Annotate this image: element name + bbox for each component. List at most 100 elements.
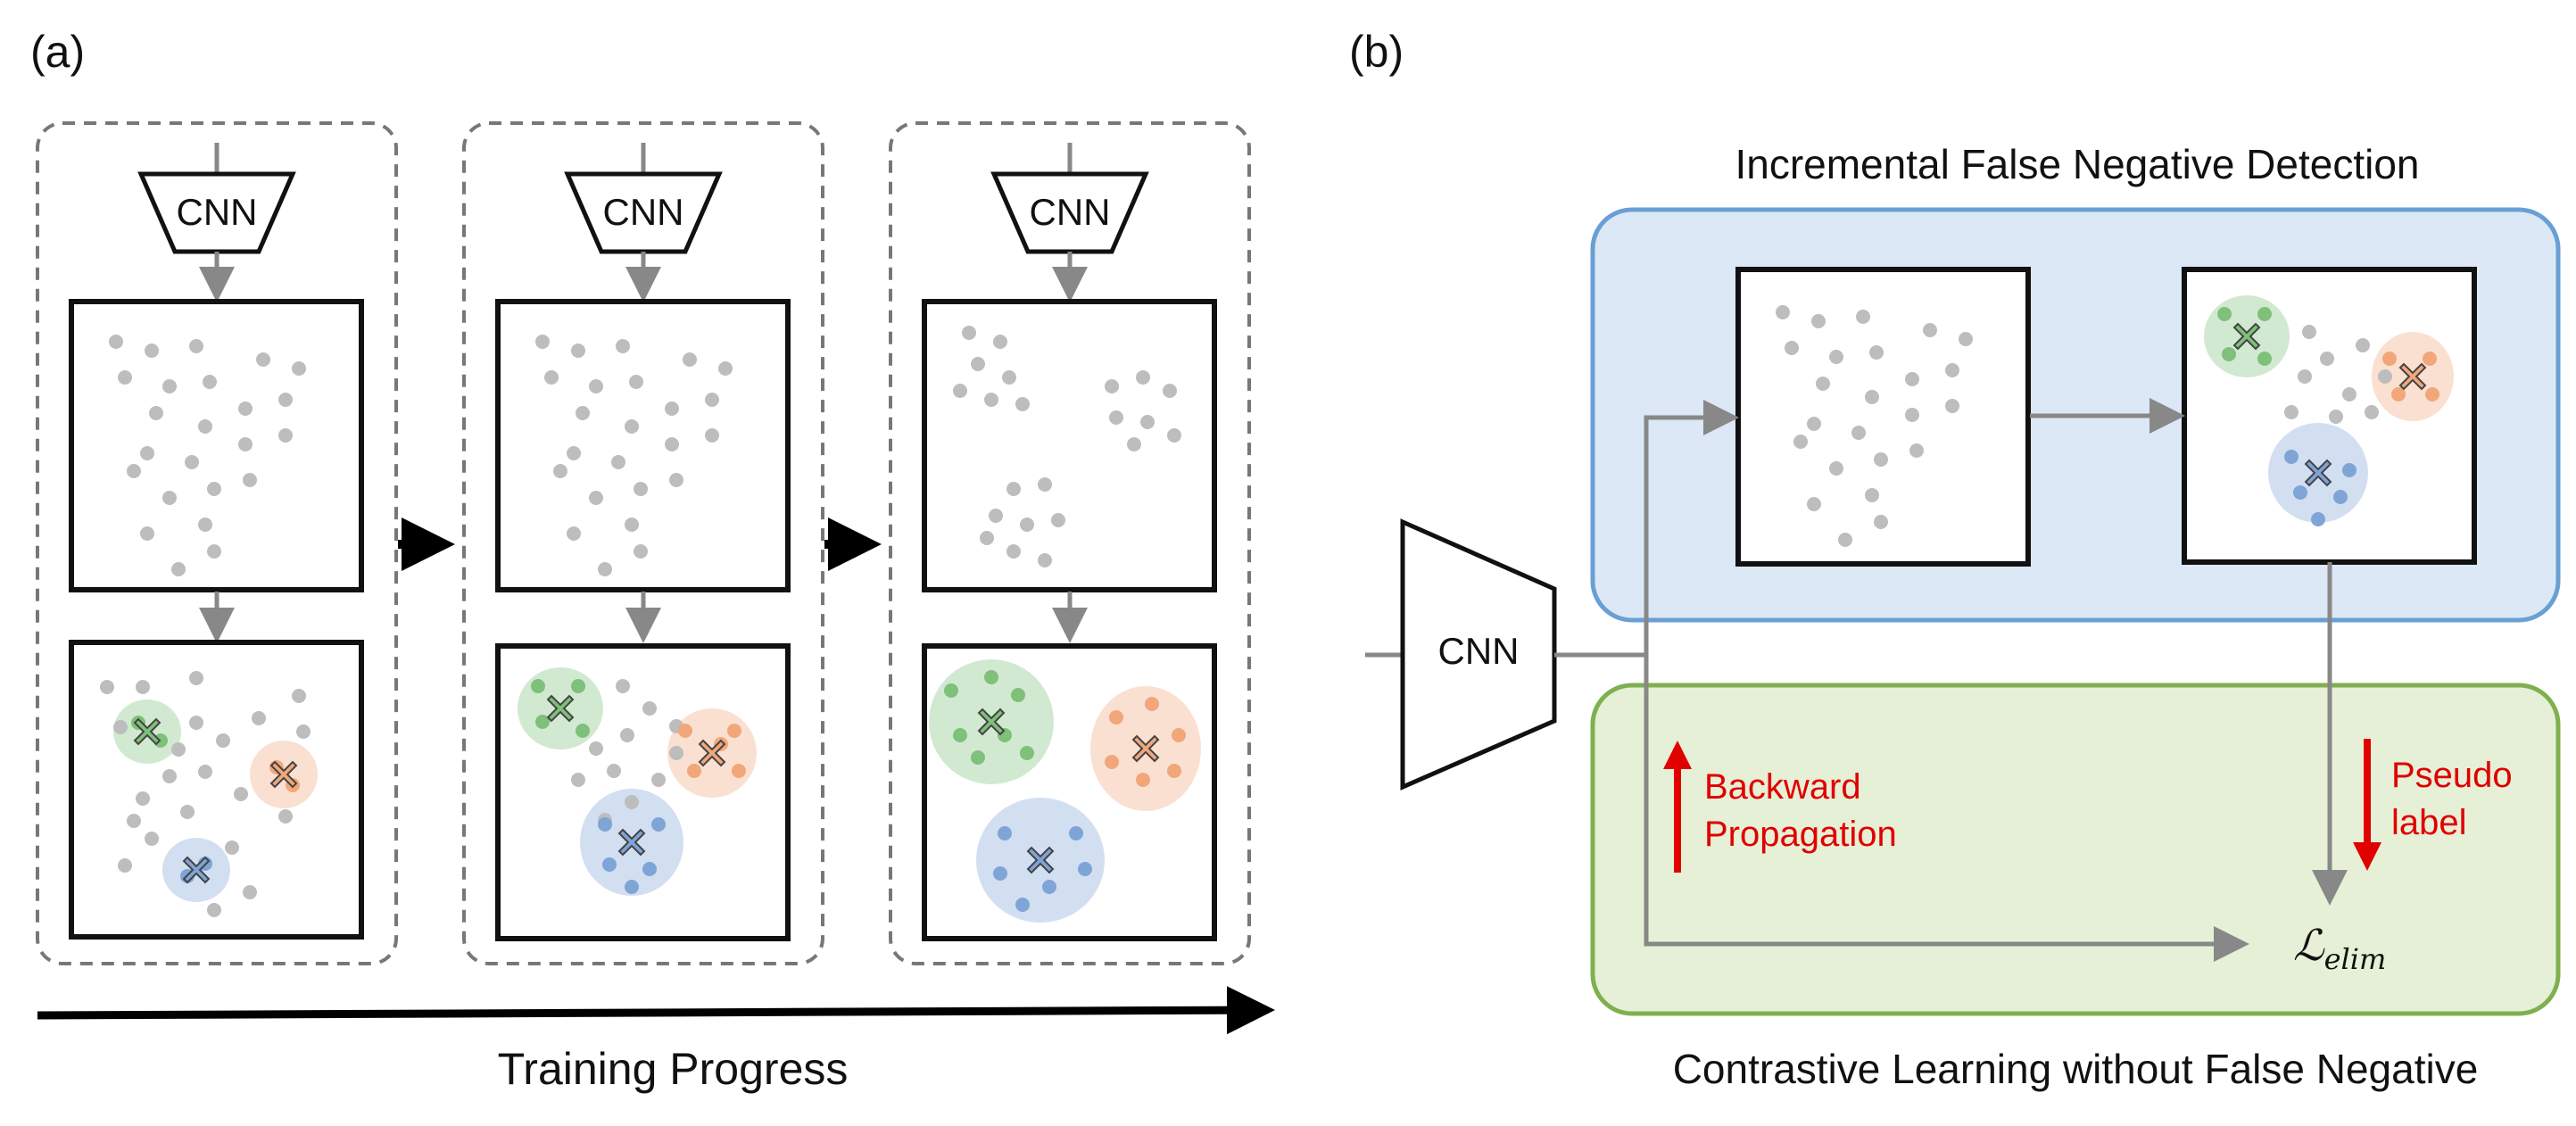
stage-2-point bbox=[625, 795, 639, 809]
stage-2-embedding-point bbox=[535, 335, 550, 349]
stage-1-point bbox=[189, 671, 203, 685]
stage-3-cluster-point bbox=[1145, 697, 1159, 711]
detection-embedding-point bbox=[1959, 332, 1973, 346]
detection-cluster-point bbox=[2342, 463, 2357, 477]
stage-1-point bbox=[145, 832, 159, 846]
stage-3-embedding-point bbox=[1006, 544, 1021, 559]
stage-1-embedding-point bbox=[127, 464, 141, 478]
stage-3-cluster-point bbox=[1078, 862, 1092, 876]
stage-3-cluster-point bbox=[944, 683, 958, 698]
contrastive-learning-panel bbox=[1590, 683, 2561, 1016]
stage-2-embedding-point bbox=[589, 491, 603, 505]
stage-1-embedding-point bbox=[256, 352, 270, 367]
stage-2-embedding-box bbox=[495, 299, 791, 592]
stage-2-embedding-point bbox=[576, 406, 590, 420]
detection-cluster-point bbox=[2423, 352, 2437, 366]
stage-3-embedding-point bbox=[1006, 482, 1021, 496]
stage-3-cluster-point bbox=[1020, 746, 1034, 760]
stage-2-cluster-point bbox=[535, 715, 550, 729]
stage-3-embedding-point bbox=[1051, 513, 1065, 527]
stage-1-point bbox=[243, 885, 257, 899]
stage-3-embedding-point bbox=[980, 531, 994, 545]
stage-3-cluster-point bbox=[1069, 826, 1083, 840]
detection-embedding-point bbox=[1816, 377, 1830, 391]
detection-embedding-point bbox=[1869, 345, 1884, 360]
stage-1-point bbox=[127, 814, 141, 828]
stage-3-embedding-point bbox=[1020, 517, 1034, 532]
detection-cluster-point bbox=[2333, 490, 2348, 504]
stage-1-embedding-box bbox=[69, 299, 364, 592]
stage-3-embedding-point bbox=[1163, 384, 1177, 398]
detection-embedding-point bbox=[1829, 461, 1843, 476]
backward-propagation-line2: Propagation bbox=[1704, 815, 1897, 854]
stage-3-embedding-point bbox=[1038, 553, 1052, 567]
detection-point bbox=[2378, 369, 2392, 384]
stage-2-embedding-point bbox=[611, 455, 625, 469]
detection-embedding-point bbox=[1856, 310, 1870, 324]
stage-1-point bbox=[296, 724, 311, 739]
stage-2-point bbox=[616, 679, 630, 693]
stage-2-cluster-point bbox=[687, 764, 701, 778]
detection-cluster-point bbox=[2217, 307, 2232, 321]
detection-embedding-point bbox=[1905, 372, 1919, 386]
detection-point bbox=[2356, 338, 2370, 352]
detection-cluster-point bbox=[2391, 387, 2406, 402]
loss-term: ℒelim bbox=[2293, 921, 2386, 976]
stage-2-cluster-point bbox=[598, 817, 612, 832]
stage-1-point bbox=[171, 742, 186, 757]
detection-embedding-point bbox=[1829, 350, 1843, 364]
stage-1-point bbox=[136, 680, 150, 694]
stage-2-embedding-point bbox=[625, 419, 639, 434]
detection-cluster-point bbox=[2382, 352, 2397, 366]
stage-2-embedding-point bbox=[669, 473, 683, 487]
stage-2-embedding-point bbox=[718, 361, 733, 376]
stage-3-embedding-point bbox=[1038, 477, 1052, 492]
stage-1-point bbox=[180, 805, 195, 819]
panel-b-cnn-trapezoid bbox=[1400, 518, 1557, 791]
stage-1-cnn-trapezoid bbox=[137, 171, 296, 254]
stage-1-point bbox=[113, 720, 128, 734]
stage-3-cluster-point bbox=[1167, 764, 1181, 778]
detection-embedding-point bbox=[1776, 305, 1790, 319]
stage-3-cluster-point bbox=[984, 670, 998, 684]
stage-1-point bbox=[292, 689, 306, 703]
stage-1-point bbox=[136, 791, 150, 806]
stage-2-cluster-point bbox=[602, 857, 617, 872]
loss-symbol: ℒ bbox=[2293, 921, 2325, 971]
detection-embedding-point bbox=[1785, 341, 1799, 355]
detection-embedding-point bbox=[1874, 452, 1888, 467]
stage-2-embedding-point bbox=[634, 544, 648, 559]
stage-2-embedding-point bbox=[598, 562, 612, 576]
stage-1-embedding-point bbox=[207, 482, 221, 496]
stage-3-cluster-point bbox=[1011, 688, 1025, 702]
stage-2-point bbox=[669, 746, 683, 760]
stage-3-cluster-point bbox=[1136, 773, 1150, 787]
stage-2-embedding-point bbox=[589, 379, 603, 393]
stage-2-point bbox=[620, 728, 634, 742]
detection-point bbox=[2284, 405, 2299, 419]
stage-1-cnn-label: CNN bbox=[177, 191, 258, 233]
detection-point bbox=[2320, 352, 2334, 366]
detection-point bbox=[2329, 410, 2343, 424]
stage-2-embedding-point bbox=[544, 370, 559, 385]
detection-embedding-point bbox=[1923, 323, 1937, 337]
stage-3-cluster-point bbox=[993, 866, 1007, 881]
stage-2-embedding-point bbox=[705, 393, 719, 407]
loss-subscript: elim bbox=[2324, 942, 2387, 976]
detection-cluster-point bbox=[2311, 512, 2325, 526]
bottom-panel-title: Contrastive Learning without False Negat… bbox=[1673, 1046, 2479, 1092]
detection-embedding-point bbox=[1807, 497, 1821, 511]
panel-b-cnn-label: CNN bbox=[1438, 630, 1520, 672]
stage-3-embedding-point bbox=[962, 326, 976, 340]
detection-cluster-point bbox=[2293, 485, 2307, 500]
stage-2-embedding-point bbox=[705, 428, 719, 443]
detection-point bbox=[2302, 325, 2316, 339]
detection-cluster-point bbox=[2257, 352, 2272, 366]
stage-1-point bbox=[100, 680, 114, 694]
detection-point bbox=[2342, 387, 2357, 402]
stage-2-cluster-point bbox=[732, 764, 746, 778]
stage-3-frame bbox=[889, 121, 1251, 965]
stage-1-embedding-point bbox=[243, 473, 257, 487]
training-progress-label: Training Progress bbox=[498, 1044, 849, 1094]
